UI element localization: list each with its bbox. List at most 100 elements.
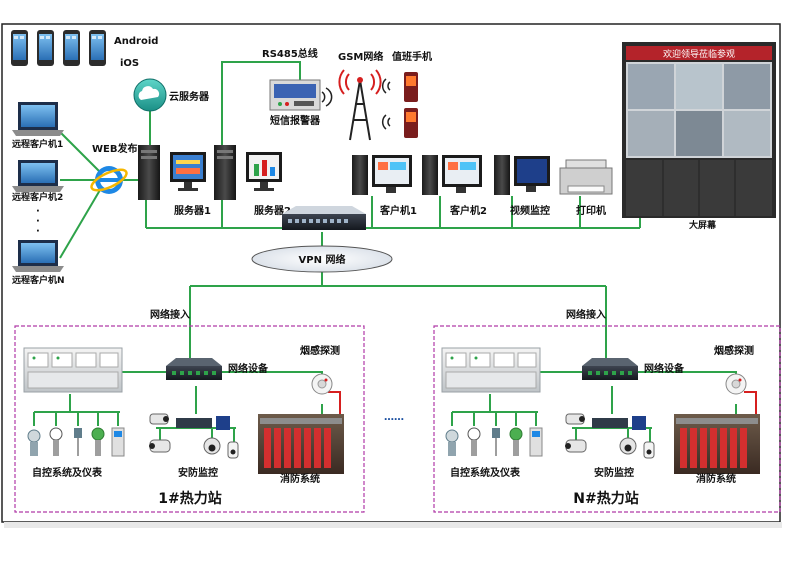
transmitter-icon (509, 427, 523, 456)
ios-label: iOS (120, 58, 139, 69)
signal-waves-icon (321, 87, 333, 107)
network-switch-icon (166, 358, 222, 380)
internet-explorer-icon (90, 166, 128, 194)
phone-icon (11, 30, 28, 66)
network-access-left-label: 网络接入 (150, 308, 190, 321)
temperature-sensor-icon (492, 428, 500, 456)
big-screen-banner: 欢迎领导莅临参观 (663, 48, 735, 60)
station-n: 网络设备 烟感探测 自控系统及仪表 安防监控 消防系统 (433, 325, 781, 513)
network-switch-icon (582, 358, 638, 380)
web-publish-label: WEB发布 (92, 142, 137, 155)
server-1-label: 服务器1 (174, 204, 211, 217)
dome-camera-icon (203, 437, 221, 455)
client-1-label: 客户机1 (379, 204, 417, 217)
remote-client-2-label: 远程客户机2 (12, 191, 63, 203)
auto-control-label: 自控系统及仪表 (32, 466, 103, 479)
server-tower-icon (138, 145, 160, 200)
phone-icon (37, 30, 54, 66)
mobile-phones (11, 30, 106, 66)
mini-switch-icon (176, 418, 212, 428)
big-screen-label: 大屏幕 (689, 219, 717, 231)
nvr-icon (216, 416, 230, 430)
flow-meter-icon (445, 429, 459, 456)
camera-icon (565, 439, 587, 453)
client-2-label: 客户机2 (449, 204, 487, 217)
server-tower-icon (214, 145, 236, 200)
station-box (433, 325, 781, 513)
auto-control-label: 自控系统及仪表 (450, 466, 521, 479)
fire-system-label: 消防系统 (280, 472, 320, 485)
rs485-label: RS485总线 (262, 47, 318, 60)
phone-icon (63, 30, 80, 66)
network-device-label: 网络设备 (644, 362, 685, 375)
core-switch-icon (282, 206, 366, 230)
duty-phone-label: 值班手机 (392, 50, 432, 63)
video-monitor-icon (494, 155, 550, 195)
printer-label: 打印机 (576, 204, 606, 217)
camera-icon (149, 413, 169, 425)
camera-icon (149, 439, 171, 453)
station-name: N#热力站 (573, 490, 638, 507)
security-monitor-label: 安防监控 (594, 466, 634, 479)
pressure-gauge-icon (49, 427, 63, 456)
ptz-camera-icon (227, 441, 239, 459)
fire-system-label: 消防系统 (696, 472, 736, 485)
security-monitor-label: 安防监控 (178, 466, 218, 479)
fire-system-photo (674, 414, 760, 474)
android-label: Android (114, 36, 158, 47)
station-box (14, 325, 365, 513)
video-monitor-label: 视频监控 (510, 204, 550, 217)
station-name: 1#热力站 (158, 490, 221, 507)
cloud-server-label: 云服务器 (169, 90, 210, 103)
flow-meter-icon (27, 429, 41, 456)
smoke-detector-icon (725, 373, 747, 395)
instruments (27, 427, 125, 457)
laptop-icon (12, 240, 64, 272)
mini-switch-icon (592, 418, 628, 428)
phone-icon (89, 30, 106, 66)
network-wires (33, 61, 757, 442)
desktop-computer-icon (422, 155, 482, 195)
network-access-right-label: 网络接入 (566, 308, 606, 321)
sms-alarm-label: 短信报警器 (270, 114, 321, 127)
network-device-label: 网络设备 (228, 362, 269, 375)
fire-system-photo (258, 414, 344, 474)
remote-client-dot-1: · (36, 206, 40, 217)
desktop-computer-icon (352, 155, 412, 195)
nvr-icon (632, 416, 646, 430)
pressure-gauge-icon (467, 427, 481, 456)
server-2-label: 服务器2 (254, 204, 291, 217)
cellphone-icon (381, 72, 418, 102)
temperature-sensor-icon (74, 428, 82, 456)
gsm-label: GSM网络 (338, 50, 383, 63)
monitor-icon (170, 152, 206, 191)
big-screen-display (622, 42, 776, 218)
plc-controller (23, 347, 123, 393)
vpn-label: VPN 网络 (299, 253, 346, 266)
security-cameras (565, 413, 655, 459)
sms-alarm-device (269, 79, 321, 111)
dome-camera-icon (619, 437, 637, 455)
controller-icon (111, 427, 125, 457)
cellphone-icon (381, 108, 418, 138)
frame-shadow (4, 522, 782, 528)
remote-client-1-label: 远程客户机1 (12, 138, 63, 150)
ptz-camera-icon (643, 441, 655, 459)
gsm-tower-icon (338, 69, 382, 141)
camera-icon (565, 413, 585, 425)
smoke-detect-label: 烟感探测 (714, 344, 754, 357)
smoke-detector-icon (311, 373, 333, 395)
laptop-icon (12, 160, 64, 192)
monitor-icon (246, 152, 282, 191)
instruments (445, 427, 543, 457)
remote-client-dot-2: · (36, 216, 40, 227)
remote-client-dot-3: · (36, 226, 40, 237)
cloud-icon (133, 78, 167, 112)
laptop-icon (12, 102, 64, 136)
remote-client-n-label: 远程客户机N (12, 274, 65, 286)
vpn-cloud (251, 245, 393, 273)
between-stations-dots: …… (384, 412, 404, 423)
station-1: 网络设备 烟感探测 自控系统及仪表 安防监控 消防系统 (14, 325, 365, 513)
smoke-detect-label: 烟感探测 (300, 344, 340, 357)
